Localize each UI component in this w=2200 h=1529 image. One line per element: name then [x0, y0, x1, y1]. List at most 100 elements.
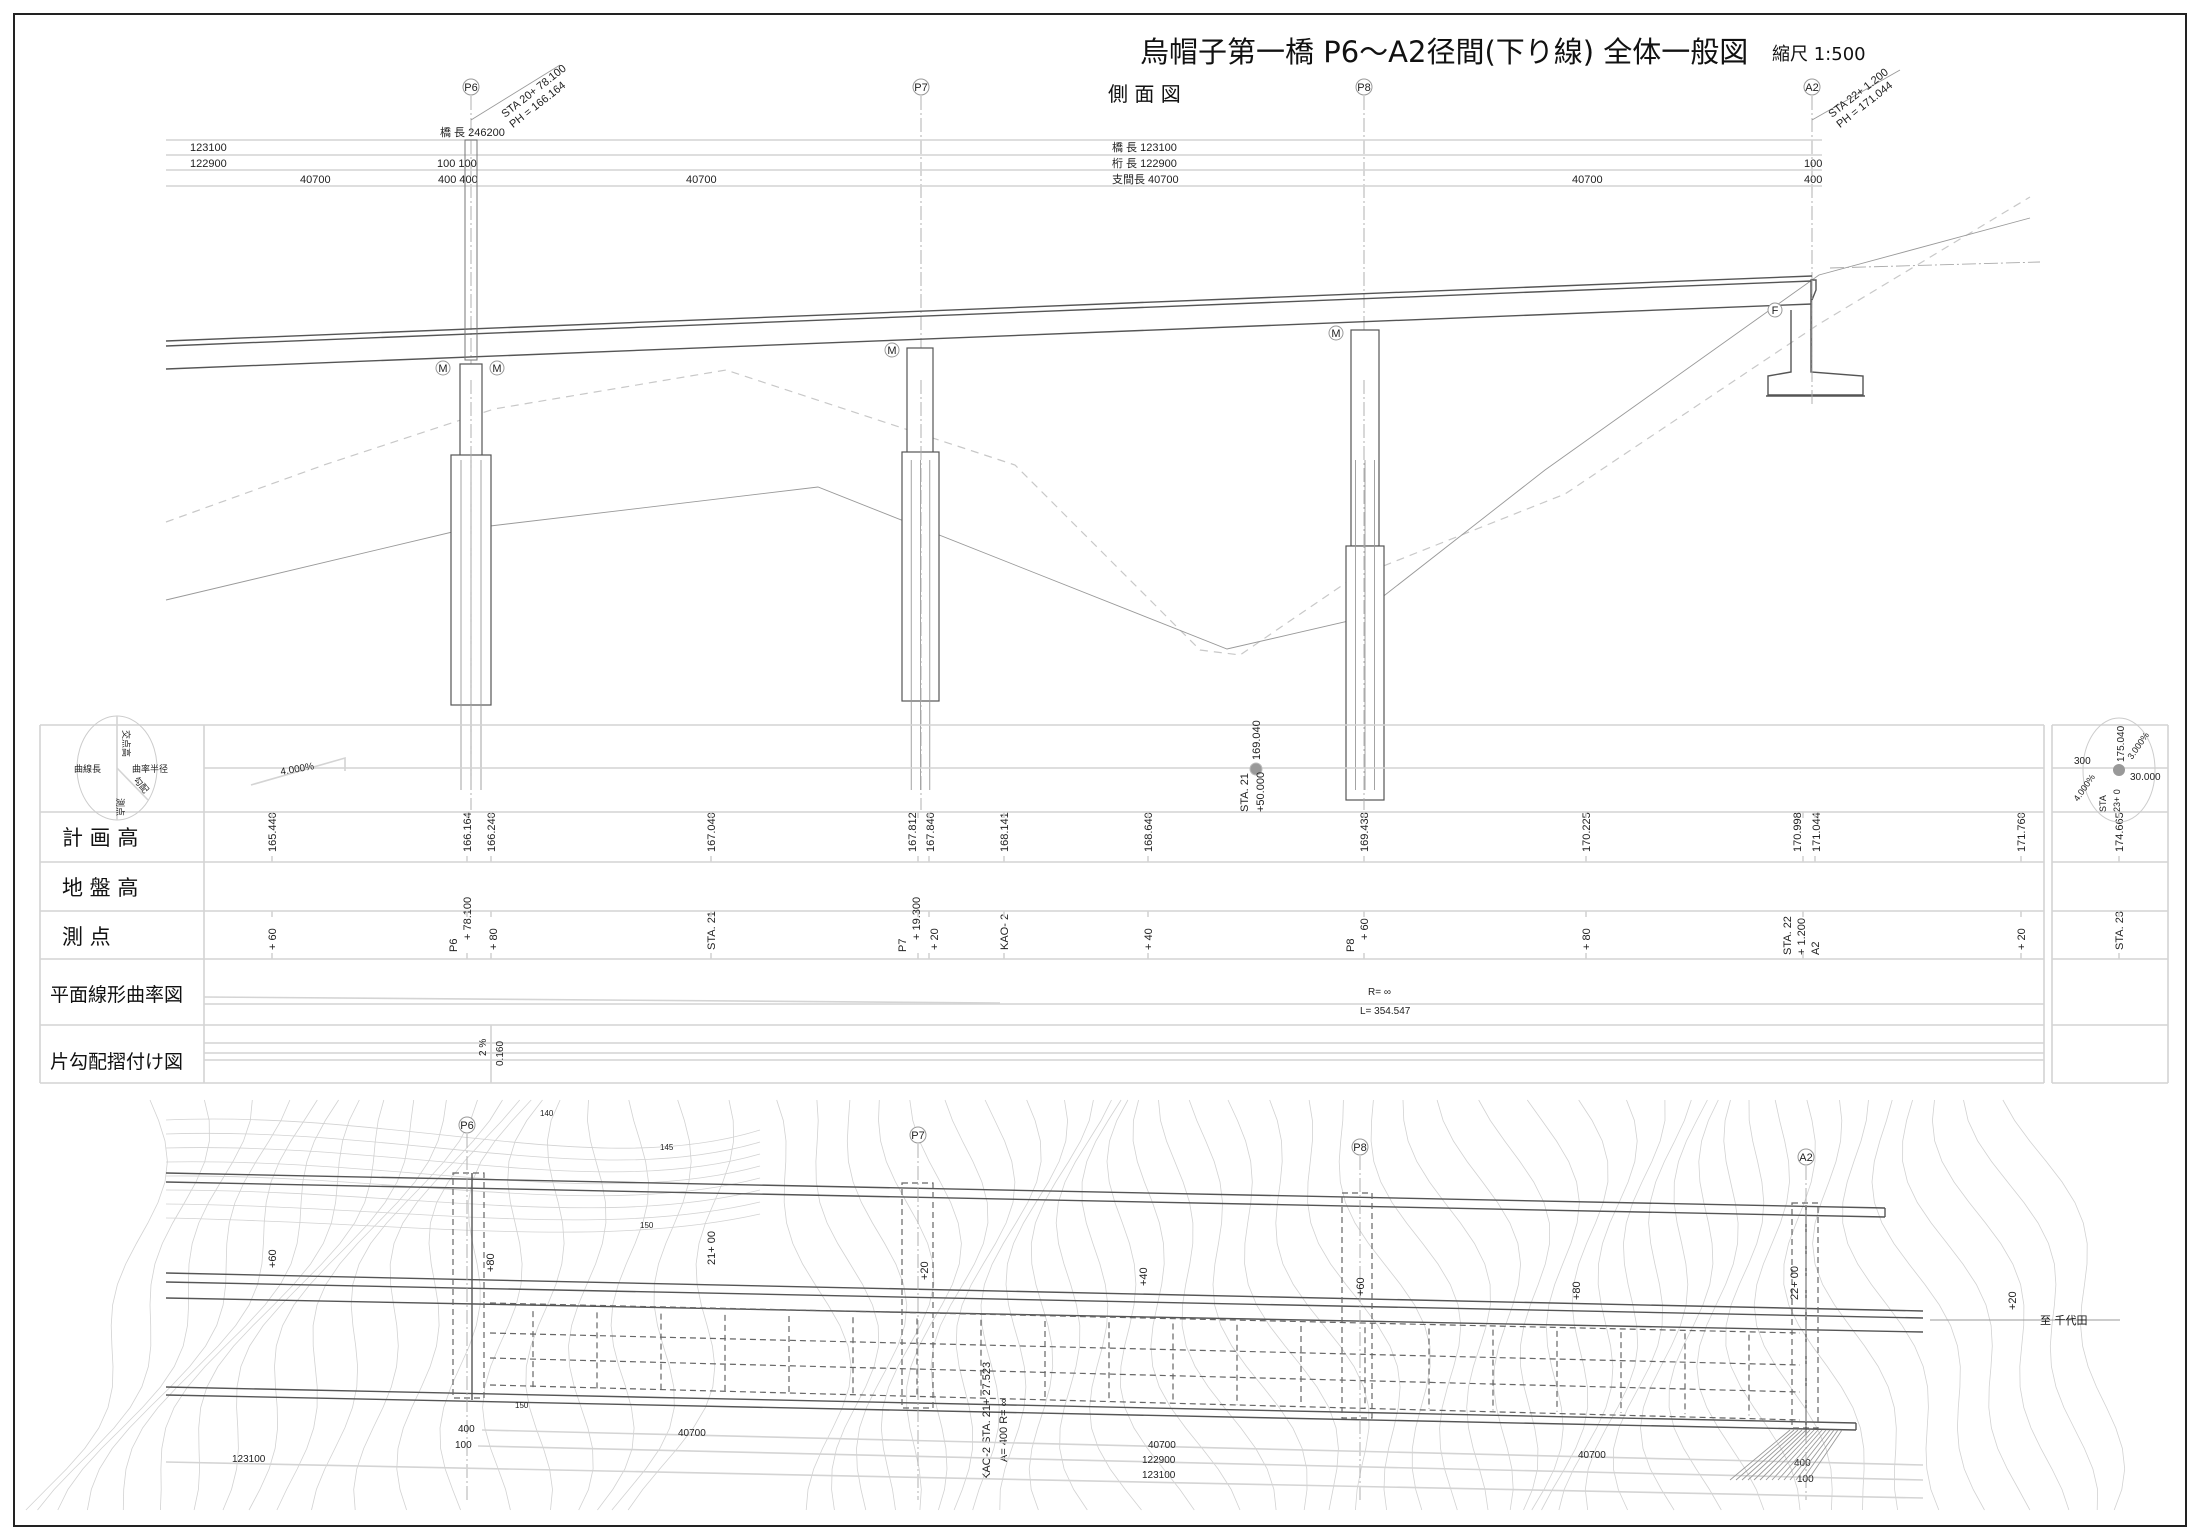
curvature-radius: R= ∞ [1368, 987, 1391, 998]
planned-height-value: 165.440 [267, 812, 279, 852]
dimension-label: 100 100 [437, 158, 477, 170]
plan-station-label: +20 [2007, 1291, 2019, 1310]
station-value: P8 [1345, 939, 1357, 952]
centerline [165, 1272, 1924, 1312]
vip-marker [1249, 762, 1263, 776]
contour-line [1558, 1099, 1638, 1511]
row-label: 片勾配摺付け図 [50, 1051, 183, 1073]
road-edge-line [165, 1172, 1886, 1209]
planned-height-value: 167.840 [925, 812, 937, 852]
contour-line [165, 1132, 761, 1161]
bearing-marker: M [887, 345, 896, 357]
contour-label: 145 [660, 1143, 674, 1152]
girder-grid-line [489, 1302, 1801, 1334]
contour-line [165, 1201, 761, 1221]
plan-pier-marker: P8 [1353, 1142, 1366, 1154]
plan-station-label: +40 [1138, 1267, 1150, 1286]
station-value: P7 [897, 939, 909, 952]
row-label: 計 画 高 [62, 826, 138, 850]
pier-marker-p6: P6 [464, 82, 477, 94]
contour-line [353, 1099, 503, 1511]
girder-bottom-line [165, 303, 1813, 370]
right-legend-height: 175.040 [2116, 725, 2127, 762]
plan-dimension-label: 122900 [1142, 1455, 1176, 1466]
bearing-marker: M [438, 363, 447, 375]
pier-marker-p8: P8 [1357, 82, 1370, 94]
row-label: 地 盤 高 [62, 876, 138, 900]
plan-dimension-label: 400 [458, 1424, 475, 1435]
contour-line [1902, 1099, 2031, 1511]
plan-station-label: +60 [1355, 1277, 1367, 1296]
station-value: STA. 21 [706, 911, 718, 950]
planned-height-value: 171.044 [1811, 812, 1823, 852]
girder-top-line [165, 275, 1813, 342]
dimension-label: 支間長 40700 [1112, 173, 1179, 186]
contour-line [160, 1099, 339, 1511]
plan-pier-marker: P6 [460, 1120, 473, 1132]
plan-dimension-label: 100 [455, 1440, 472, 1451]
station-value: + 20 [929, 928, 941, 950]
sheet-border [13, 13, 2187, 1527]
contour-label: 150 [515, 1401, 529, 1410]
pier-footprint [901, 1182, 934, 1409]
contour-line [1478, 1099, 1551, 1511]
dimension-label: 400 [1804, 174, 1822, 186]
contour-line [1436, 1099, 1522, 1511]
contour-line [1081, 1099, 1142, 1511]
abutment-hatch [1729, 1429, 1791, 1481]
plan-dimension-label: 400 [1794, 1458, 1811, 1469]
station-value: + 20 [2016, 928, 2028, 950]
bearing-marker-circle [884, 342, 900, 358]
abutment-hatch [1753, 1429, 1807, 1481]
right-legend-grade2: 4.000% [2071, 772, 2097, 803]
superelevation-value: 0.160 [495, 1041, 506, 1066]
contour-line [1963, 1099, 2099, 1511]
right-legend-circle [2082, 717, 2156, 823]
contour-line [1055, 1099, 1112, 1511]
contour-line [1158, 1099, 1277, 1511]
station-value: + 80 [1581, 928, 1593, 950]
pier-marker-a2: A2 [1805, 82, 1818, 94]
plan-station-label: +80 [1571, 1281, 1583, 1300]
contour-line [1871, 1099, 1985, 1511]
plan-station-label: +80 [485, 1253, 497, 1272]
contour-line [57, 1099, 253, 1511]
bearing-marker: M [1331, 328, 1340, 340]
contour-line [1370, 1099, 1462, 1511]
planned-height-value: 171.760 [2016, 812, 2028, 852]
planned-height-value: 169.438 [1359, 812, 1371, 852]
contour-line [611, 1099, 692, 1511]
centerline [165, 1281, 1924, 1319]
contour-line [165, 1147, 761, 1173]
contour-line [878, 1099, 935, 1511]
contour-line [276, 1099, 447, 1511]
road-line [1829, 261, 2041, 269]
plan-pier-marker-circle [1351, 1138, 1369, 1156]
contour-line [87, 1099, 291, 1511]
pier-marker-a2-circle [1803, 78, 1821, 96]
planned-height-value: 166.240 [486, 812, 498, 852]
contour-line [1338, 1099, 1431, 1511]
vip-offset: +50.000 [1255, 772, 1267, 812]
contour-line [1640, 1099, 1708, 1511]
contour-line [2002, 1099, 2126, 1511]
contour-line [1696, 1099, 1765, 1511]
bearing-marker-circle [435, 360, 451, 376]
planned-height-value: 174.665 [2114, 812, 2126, 852]
contour-label: 150 [640, 1221, 654, 1230]
superelevation-percent: 2 % [478, 1039, 489, 1056]
contour-line [439, 1099, 532, 1511]
contour-line [1753, 1099, 1833, 1511]
contour-line [846, 1099, 908, 1511]
grade-label: 4.000% [280, 761, 315, 778]
pier-marker-p8-circle [1355, 78, 1373, 96]
bearing-marker: F [1772, 305, 1779, 317]
leader-line [1811, 69, 1901, 121]
pier-footprint [1791, 1202, 1819, 1429]
station-value: + 78.100 [462, 897, 474, 940]
legend-axis [116, 767, 149, 801]
abutment-hatch [1789, 1429, 1831, 1481]
contour-line [1725, 1099, 1801, 1511]
